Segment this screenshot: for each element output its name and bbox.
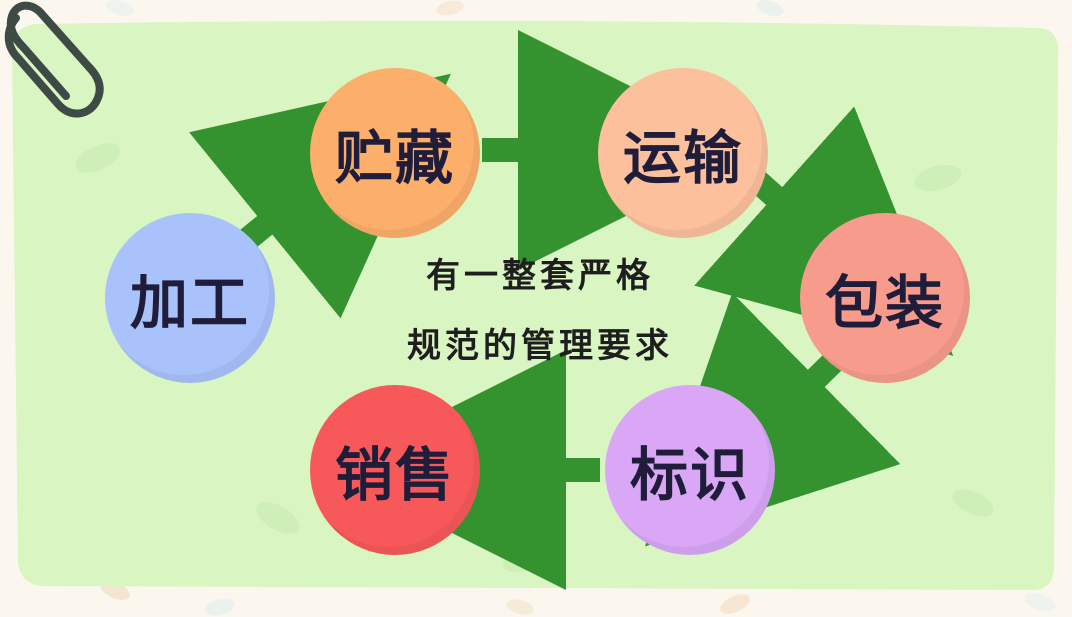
node-labeling: 标识 [605,385,775,555]
center-caption-line-1: 有一整套严格 [426,256,654,296]
arrow-transport-to-packaging [694,106,954,356]
node-transport-label: 运输 [622,124,743,192]
node-storage: 贮藏 [310,68,480,238]
background-leaf-pattern [23,0,1056,616]
arrow-packaging-to-labeling [644,292,901,547]
node-labeling-label: 标识 [629,441,750,509]
center-caption-line-2: 规范的管理要求 [407,326,673,366]
node-processing: 加工 [105,213,275,383]
node-storage-label: 贮藏 [334,124,455,192]
node-processing-label: 加工 [129,269,250,337]
node-sales-label: 销售 [334,441,455,509]
paperclip-icon [4,1,104,118]
node-transport: 运输 [598,68,768,238]
node-packaging-label: 包装 [824,269,945,337]
node-packaging: 包装 [800,213,970,383]
node-sales: 销售 [310,385,480,555]
